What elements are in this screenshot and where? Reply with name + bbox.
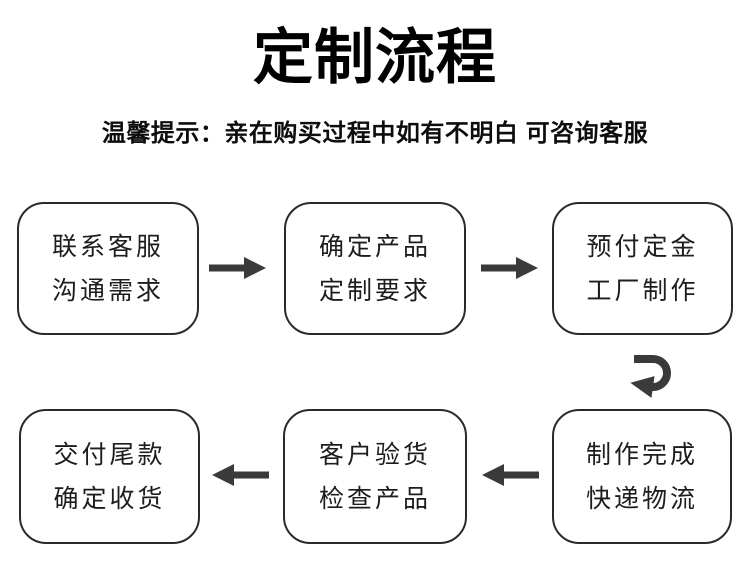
step-line-2: 定制要求	[318, 276, 431, 305]
arrow-right-icon	[209, 256, 267, 280]
step-line-2: 工厂制作	[586, 276, 699, 305]
step-final-payment: 交付尾款 确定收货	[19, 409, 200, 544]
step-line-1: 预付定金	[586, 232, 699, 261]
step-line-2: 快递物流	[585, 484, 698, 513]
step-line-2: 沟通需求	[51, 276, 164, 305]
step-line-1: 客户验货	[318, 440, 431, 469]
step-contact-service: 联系客服 沟通需求	[17, 202, 199, 335]
step-deposit-production: 预付定金 工厂制作	[552, 202, 733, 335]
step-customer-inspection: 客户验货 检查产品	[283, 409, 467, 544]
step-line-2: 确定收货	[53, 484, 166, 513]
arrow-left-icon	[211, 463, 269, 487]
step-line-2: 检查产品	[318, 484, 431, 513]
step-line-1: 确定产品	[318, 232, 431, 261]
arrow-u-turn-icon	[622, 350, 680, 398]
step-line-1: 制作完成	[585, 440, 698, 469]
step-line-1: 交付尾款	[53, 440, 166, 469]
page-title: 定制流程	[253, 24, 497, 91]
arrow-left-icon	[481, 463, 539, 487]
step-confirm-requirements: 确定产品 定制要求	[284, 202, 466, 335]
step-line-1: 联系客服	[51, 232, 164, 261]
step-production-shipping: 制作完成 快递物流	[552, 409, 732, 544]
page-subtitle: 温馨提示：亲在购买过程中如有不明白 可咨询客服	[101, 120, 649, 147]
arrow-right-icon	[481, 256, 539, 280]
